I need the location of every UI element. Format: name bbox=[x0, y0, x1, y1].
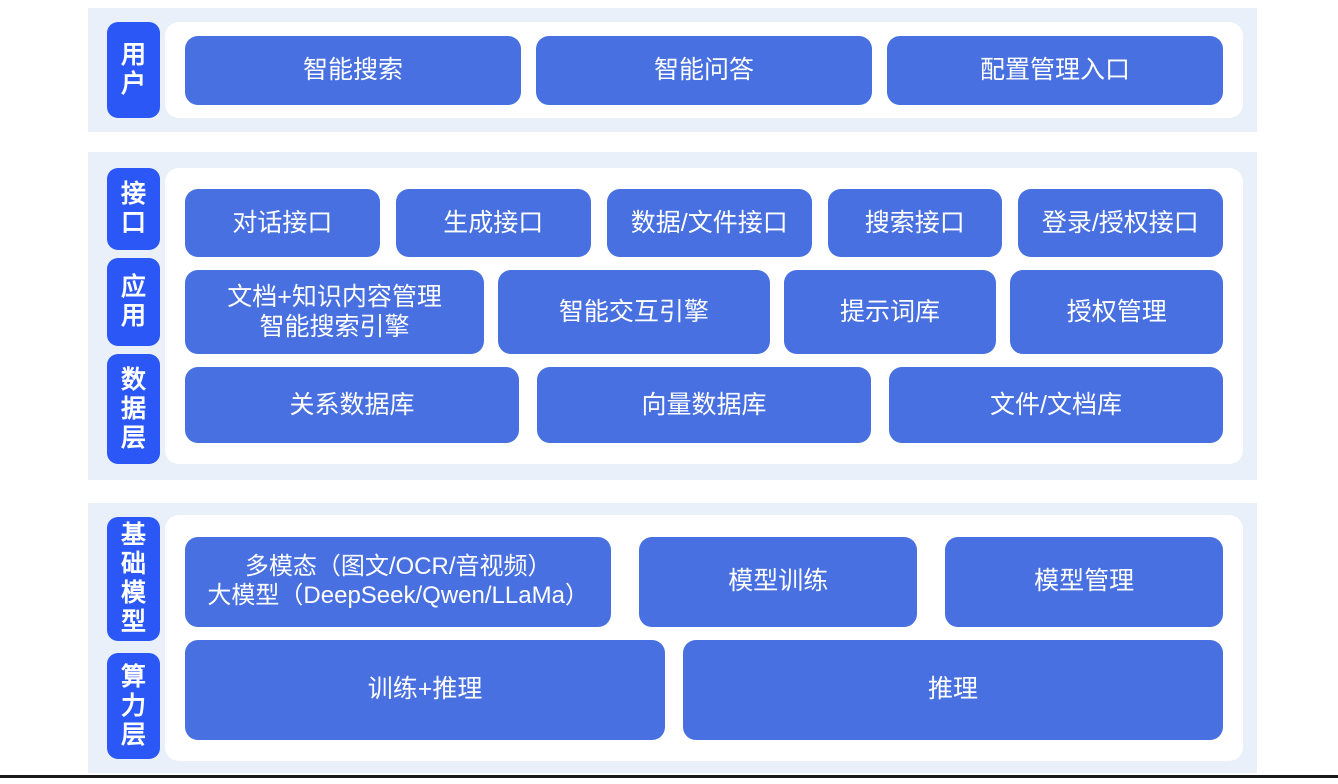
layer-band-infrastructure: 基础模型 算力层 多模态（图文/OCR/音视频） 大模型（DeepSeek/Qw… bbox=[88, 503, 1257, 773]
box-login-auth-api[interactable]: 登录/授权接口 bbox=[1017, 189, 1223, 257]
layer-tab-application-label: 应用 bbox=[120, 273, 146, 330]
layer-tab-foundation-model-label: 基础模型 bbox=[120, 521, 146, 636]
layer-tab-compute[interactable]: 算力层 bbox=[107, 653, 160, 759]
layer-tab-user-label: 用户 bbox=[120, 41, 146, 98]
row-data-stores: 关系数据库 向量数据库 文件/文档库 bbox=[185, 367, 1223, 443]
layer-band-user: 用户 智能搜索 智能问答 配置管理入口 bbox=[88, 8, 1257, 132]
box-vector-database[interactable]: 向量数据库 bbox=[537, 367, 871, 443]
layer-card-middle: 对话接口 生成接口 数据/文件接口 搜索接口 登录/授权接口 文档+知识内容管理… bbox=[165, 168, 1243, 464]
box-model-training[interactable]: 模型训练 bbox=[639, 536, 918, 627]
layer-card-user: 智能搜索 智能问答 配置管理入口 bbox=[165, 22, 1243, 118]
box-search-api[interactable]: 搜索接口 bbox=[827, 189, 1002, 257]
box-config-management-entry[interactable]: 配置管理入口 bbox=[887, 35, 1223, 105]
box-model-management[interactable]: 模型管理 bbox=[945, 536, 1224, 627]
box-dialog-api[interactable]: 对话接口 bbox=[185, 189, 380, 257]
box-smart-search[interactable]: 智能搜索 bbox=[185, 35, 521, 105]
tab-column-infrastructure: 基础模型 算力层 bbox=[88, 503, 160, 773]
box-data-file-api[interactable]: 数据/文件接口 bbox=[606, 189, 812, 257]
layer-card-infrastructure: 多模态（图文/OCR/音视频） 大模型（DeepSeek/Qwen/LLaMa）… bbox=[165, 515, 1243, 761]
layer-tab-user[interactable]: 用户 bbox=[107, 22, 160, 118]
box-smart-interaction-engine[interactable]: 智能交互引擎 bbox=[498, 270, 770, 354]
layer-tab-application[interactable]: 应用 bbox=[107, 258, 160, 346]
box-doc-knowledge-content-management[interactable]: 文档+知识内容管理 智能搜索引擎 bbox=[185, 270, 485, 354]
box-training-plus-inference[interactable]: 训练+推理 bbox=[185, 639, 666, 740]
row-compute: 训练+推理 推理 bbox=[185, 639, 1223, 740]
box-inference[interactable]: 推理 bbox=[683, 639, 1223, 740]
box-relational-database[interactable]: 关系数据库 bbox=[185, 367, 519, 443]
box-authorization-management[interactable]: 授权管理 bbox=[1010, 270, 1224, 354]
box-file-document-store[interactable]: 文件/文档库 bbox=[889, 367, 1223, 443]
layer-tab-data-label: 数据层 bbox=[120, 365, 146, 452]
box-multimodal-large-model[interactable]: 多模态（图文/OCR/音视频） 大模型（DeepSeek/Qwen/LLaMa） bbox=[185, 536, 612, 627]
row-user-entries: 智能搜索 智能问答 配置管理入口 bbox=[185, 35, 1223, 105]
row-foundation-model: 多模态（图文/OCR/音视频） 大模型（DeepSeek/Qwen/LLaMa）… bbox=[185, 536, 1224, 627]
layer-tab-foundation-model[interactable]: 基础模型 bbox=[107, 517, 160, 641]
box-prompt-library[interactable]: 提示词库 bbox=[783, 270, 997, 354]
tab-column-user: 用户 bbox=[88, 8, 160, 132]
box-generation-api[interactable]: 生成接口 bbox=[395, 189, 591, 257]
bottom-divider bbox=[0, 775, 1338, 778]
tab-column-middle: 接口 应用 数据层 bbox=[88, 152, 160, 480]
row-application-modules: 文档+知识内容管理 智能搜索引擎 智能交互引擎 提示词库 授权管理 bbox=[185, 270, 1224, 354]
layer-tab-interface[interactable]: 接口 bbox=[107, 168, 160, 250]
row-interface-apis: 对话接口 生成接口 数据/文件接口 搜索接口 登录/授权接口 bbox=[185, 189, 1223, 257]
box-smart-qa[interactable]: 智能问答 bbox=[536, 35, 872, 105]
layer-band-middle: 接口 应用 数据层 对话接口 生成接口 数据/文件接口 搜索接口 登录/授权接口… bbox=[88, 152, 1257, 480]
layer-tab-compute-label: 算力层 bbox=[120, 662, 146, 749]
layer-tab-data[interactable]: 数据层 bbox=[107, 354, 160, 464]
layer-tab-interface-label: 接口 bbox=[120, 180, 146, 237]
